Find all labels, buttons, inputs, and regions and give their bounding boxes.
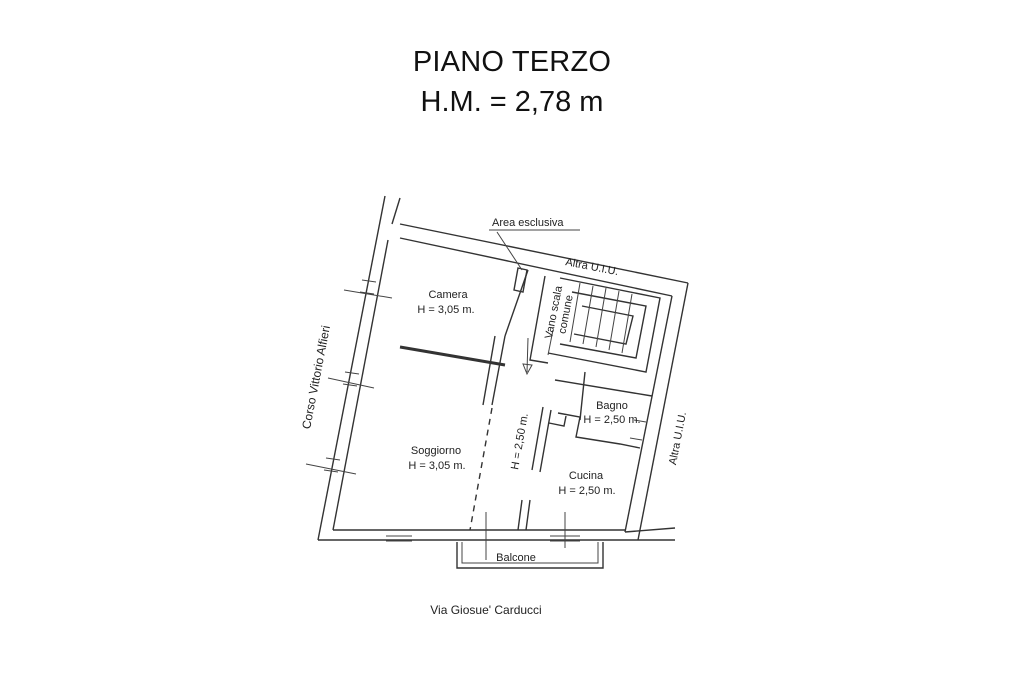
plan-subtitle: H.M. = 2,78 m — [420, 86, 604, 118]
street-bottom-label: Via Giosue' Carducci — [430, 603, 541, 617]
street-left-label: Corso Vittorio Alfieri — [299, 324, 333, 430]
area-esclusiva-leader — [489, 229, 580, 271]
room-bagno-name: Bagno — [596, 400, 628, 412]
corridor-arrow — [522, 337, 533, 376]
balcony — [386, 512, 604, 569]
left-windows — [305, 279, 393, 475]
room-soggiorno-height: H = 3,05 m. — [408, 460, 465, 472]
balcone-label: Balcone — [496, 552, 536, 564]
room-cucina-height: H = 2,50 m. — [558, 485, 615, 497]
room-camera-height: H = 3,05 m. — [417, 304, 474, 316]
plan-title: PIANO TERZO — [412, 46, 612, 78]
interior-walls — [399, 267, 653, 531]
room-soggiorno-name: Soggiorno — [411, 445, 461, 457]
corridor-height: H = 2,50 m. — [509, 412, 531, 470]
room-cucina-name: Cucina — [569, 470, 604, 482]
area-esclusiva-label: Area esclusiva — [492, 217, 564, 229]
room-bagno-height: H = 2,50 m. — [583, 414, 640, 426]
room-camera-name: Camera — [428, 289, 468, 301]
altra-uiu-right-label: Altra U.I.U. — [667, 411, 689, 466]
outer-walls — [317, 195, 689, 541]
staircase — [547, 277, 661, 373]
